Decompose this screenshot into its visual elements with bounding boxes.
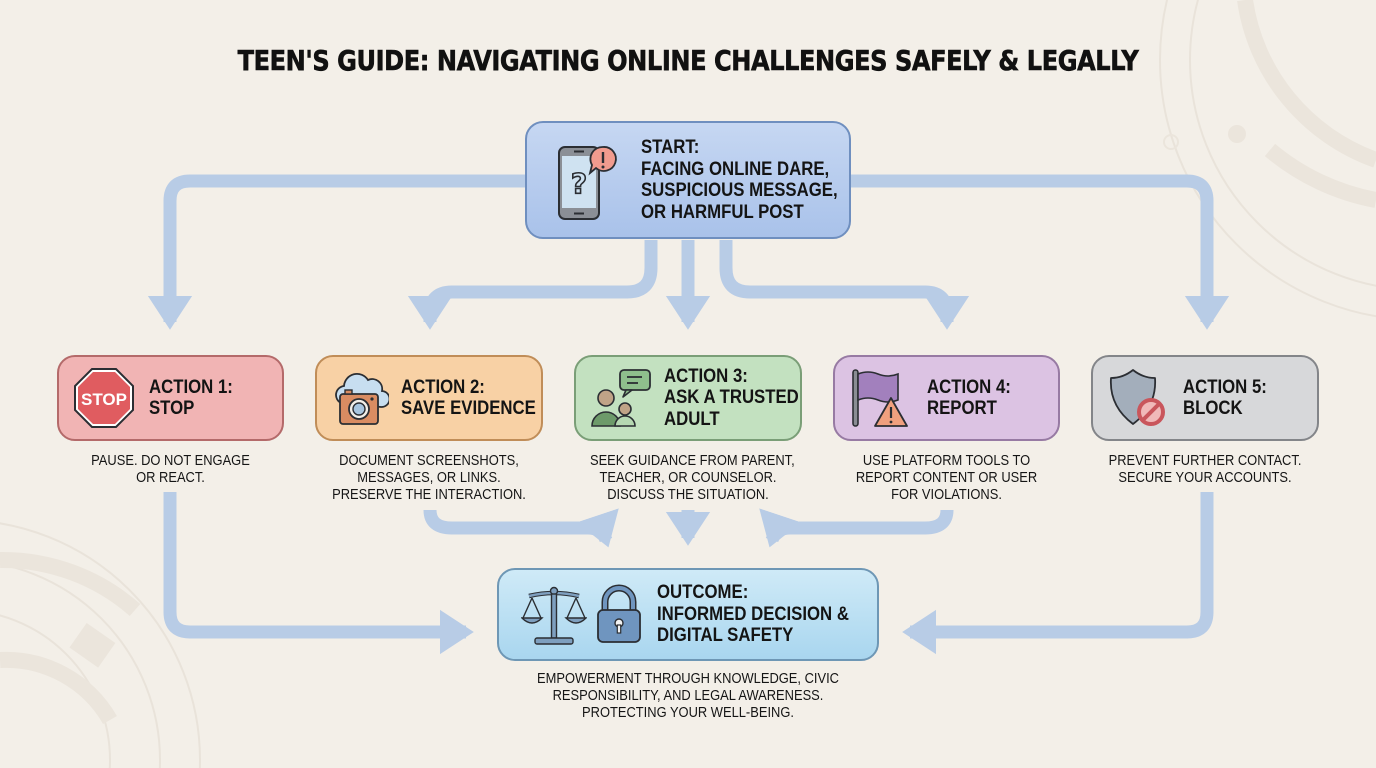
action-3-ask-trusted-adult-node: ACTION 3: ASK A TRUSTED ADULT <box>574 355 802 441</box>
scales-of-justice-icon <box>521 582 587 648</box>
start-heading: START: <box>641 136 700 158</box>
arrow-action5-to-outcome <box>902 492 1214 655</box>
description-line: MESSAGES, OR LINKS. <box>357 469 501 486</box>
outcome-title: INFORMED DECISION & <box>657 602 849 625</box>
page-title: TEEN'S GUIDE: NAVIGATING ONLINE CHALLENG… <box>237 44 1139 78</box>
outcome-node: OUTCOME: INFORMED DECISION & DIGITAL SAF… <box>497 568 879 661</box>
outcome-title: DIGITAL SAFETY <box>657 624 794 647</box>
action-3-title: ADULT <box>664 407 720 430</box>
description-line: TEACHER, OR COUNSELOR. <box>599 469 777 486</box>
action-3-description: SEEK GUIDANCE FROM PARENT, TEACHER, OR C… <box>589 452 795 503</box>
action-2-label: ACTION 2: SAVE EVIDENCE <box>401 375 536 420</box>
padlock-icon <box>595 584 643 646</box>
arrow-action4-to-outcome <box>759 508 954 548</box>
action-2-save-evidence-node: ACTION 2: SAVE EVIDENCE <box>315 355 543 441</box>
action-5-title: BLOCK <box>1183 397 1243 419</box>
action-2-heading: ACTION 2: <box>401 375 485 398</box>
action-1-description: PAUSE. DO NOT ENGAGE OR REACT. <box>73 452 268 486</box>
smartphone-question-alert-icon: ? <box>553 135 625 225</box>
description-line: DOCUMENT SCREENSHOTS, <box>339 452 519 469</box>
action-4-title: REPORT <box>927 397 997 419</box>
action-3-heading: ACTION 3: <box>664 364 748 387</box>
outcome-heading: OUTCOME: <box>657 581 749 604</box>
action-5-label: ACTION 5: BLOCK <box>1183 375 1267 420</box>
start-node: ? START: FACING ONLINE DARE, SUSPICIOUS … <box>525 121 851 239</box>
action-2-title: SAVE EVIDENCE <box>401 397 536 419</box>
flag-warning-icon <box>849 366 911 430</box>
arrow-action1-to-outcome <box>163 492 474 655</box>
start-line: SUSPICIOUS MESSAGE, <box>641 179 838 201</box>
description-line: PROTECTING YOUR WELL-BEING. <box>582 704 794 721</box>
action-1-title: STOP <box>149 397 195 419</box>
arrow-start-to-action2 <box>407 240 658 330</box>
action-2-description: DOCUMENT SCREENSHOTS, MESSAGES, OR LINKS… <box>331 452 527 503</box>
action-4-description: USE PLATFORM TOOLS TO REPORT CONTENT OR … <box>849 452 1044 503</box>
arrow-start-to-action1 <box>147 174 526 330</box>
start-line: FACING ONLINE DARE, <box>641 157 830 180</box>
start-line: OR HARMFUL POST <box>641 200 804 223</box>
camera-cloud-icon <box>331 367 389 429</box>
description-line: USE PLATFORM TOOLS TO <box>862 452 1031 469</box>
description-line: PREVENT FURTHER CONTACT. <box>1108 452 1302 469</box>
people-chat-icon <box>590 366 652 430</box>
action-3-title: ASK A TRUSTED <box>664 386 799 409</box>
arrow-action2-to-outcome <box>423 508 619 548</box>
description-line: RESPONSIBILITY, AND LEGAL AWARENESS. <box>552 687 824 704</box>
description-line: OR REACT. <box>136 469 205 486</box>
arrow-start-to-action4 <box>719 240 970 330</box>
svg-text:STOP: STOP <box>81 390 127 409</box>
description-line: REPORT CONTENT OR USER <box>855 469 1038 486</box>
description-line: SECURE YOUR ACCOUNTS. <box>1118 469 1292 486</box>
description-line: PAUSE. DO NOT ENGAGE <box>91 452 250 469</box>
action-4-heading: ACTION 4: <box>927 375 1011 398</box>
action-3-label: ACTION 3: ASK A TRUSTED ADULT <box>664 364 799 431</box>
action-5-description: PREVENT FURTHER CONTACT. SECURE YOUR ACC… <box>1107 452 1303 486</box>
stop-sign-icon: STOP <box>73 367 135 429</box>
outcome-description: EMPOWERMENT THROUGH KNOWLEDGE, CIVIC RES… <box>524 670 853 721</box>
description-line: FOR VIOLATIONS. <box>891 486 1002 503</box>
start-label: START: FACING ONLINE DARE, SUSPICIOUS ME… <box>641 136 838 223</box>
description-line: PRESERVE THE INTERACTION. <box>332 486 526 503</box>
action-4-report-node: ACTION 4: REPORT <box>833 355 1060 441</box>
action-1-heading: ACTION 1: <box>149 375 233 398</box>
action-1-label: ACTION 1: STOP <box>149 375 233 420</box>
description-line: DISCUSS THE SITUATION. <box>607 486 769 503</box>
svg-text:?: ? <box>571 167 587 200</box>
shield-block-icon <box>1107 366 1169 430</box>
action-5-heading: ACTION 5: <box>1183 375 1267 398</box>
action-1-stop-node: STOP ACTION 1: STOP <box>57 355 284 441</box>
arrow-start-to-action5 <box>851 174 1230 330</box>
outcome-label: OUTCOME: INFORMED DECISION & DIGITAL SAF… <box>657 582 849 647</box>
description-line: SEEK GUIDANCE FROM PARENT, <box>589 452 795 469</box>
action-4-label: ACTION 4: REPORT <box>927 375 1011 420</box>
action-5-block-node: ACTION 5: BLOCK <box>1091 355 1319 441</box>
description-line: EMPOWERMENT THROUGH KNOWLEDGE, CIVIC <box>537 670 839 687</box>
